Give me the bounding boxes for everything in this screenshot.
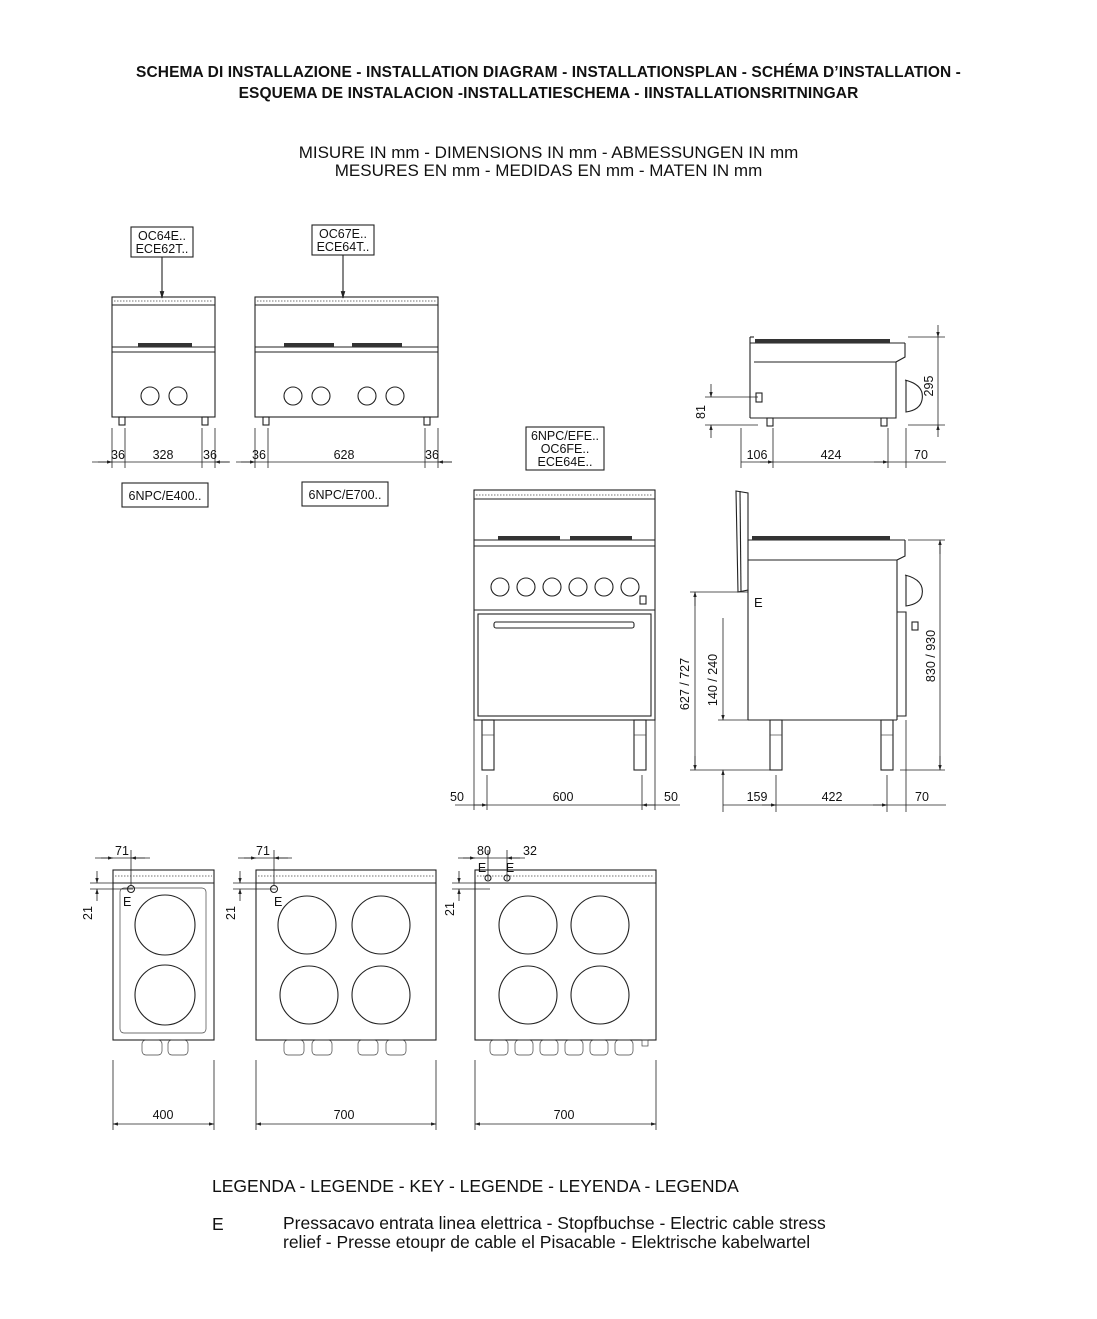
- svg-text:21: 21: [81, 906, 95, 920]
- plan-1-dimensions: 71 21 400: [81, 844, 215, 1130]
- svg-text:6NPC/E400..: 6NPC/E400..: [129, 489, 202, 503]
- label-large-top: OC67E.. ECE64T..: [311, 224, 375, 299]
- label-large-bottom: 6NPC/E700..: [301, 481, 389, 507]
- svg-text:36: 36: [111, 448, 125, 462]
- svg-text:36: 36: [252, 448, 266, 462]
- svg-text:328: 328: [153, 448, 174, 462]
- svg-text:ECE64T..: ECE64T..: [317, 240, 370, 254]
- svg-text:50: 50: [450, 790, 464, 804]
- oven-front-view: [473, 489, 656, 771]
- svg-text:OC6FE..: OC6FE..: [541, 442, 590, 456]
- svg-text:71: 71: [115, 844, 129, 858]
- label-small-bottom: 6NPC/E400..: [121, 482, 209, 508]
- plan-2-dimensions: 71 21 700: [224, 844, 437, 1130]
- plan-view-400: E: [112, 869, 215, 1056]
- svg-text:ECE64E..: ECE64E..: [538, 455, 593, 469]
- svg-text:E: E: [506, 861, 514, 875]
- svg-text:295: 295: [922, 376, 936, 397]
- svg-text:6NPC/E700..: 6NPC/E700..: [309, 488, 382, 502]
- svg-text:21: 21: [224, 906, 238, 920]
- svg-text:50: 50: [664, 790, 678, 804]
- svg-text:70: 70: [915, 790, 929, 804]
- oven-side-view: E: [735, 490, 923, 771]
- svg-text:70: 70: [914, 448, 928, 462]
- svg-text:424: 424: [821, 448, 842, 462]
- svg-text:71: 71: [256, 844, 270, 858]
- label-small-top: OC64E.. ECE62T..: [130, 226, 194, 299]
- small-cooktop-front-view: [111, 296, 216, 426]
- svg-text:700: 700: [334, 1108, 355, 1122]
- side-top-dimensions: 81 295 106 424 70: [694, 325, 946, 468]
- svg-text:400: 400: [153, 1108, 174, 1122]
- plan-view-700-b: [474, 869, 657, 1056]
- plan-3-dimensions: 80 32 E E 21 700: [443, 844, 657, 1130]
- svg-text:E: E: [754, 595, 763, 610]
- svg-text:E: E: [123, 895, 131, 909]
- legend-key: E: [212, 1214, 224, 1234]
- oven-side-dimensions: 627 / 727 140 / 240 830 / 930 159 422 70: [678, 539, 946, 812]
- svg-text:32: 32: [523, 844, 537, 858]
- svg-text:700: 700: [554, 1108, 575, 1122]
- svg-text:ECE62T..: ECE62T..: [136, 242, 189, 256]
- header-line-2: ESQUEMA DE INSTALACION -INSTALLATIESCHEM…: [238, 85, 859, 102]
- svg-text:OC67E..: OC67E..: [319, 227, 367, 241]
- svg-text:36: 36: [425, 448, 439, 462]
- legend-text: Pressacavo entrata linea elettrica - Sto…: [283, 1213, 826, 1252]
- svg-text:E: E: [478, 861, 486, 875]
- header-line-1: SCHEMA DI INSTALLAZIONE - INSTALLATION D…: [136, 64, 961, 81]
- svg-text:21: 21: [443, 902, 457, 916]
- svg-text:628: 628: [334, 448, 355, 462]
- svg-text:E: E: [274, 895, 282, 909]
- oven-front-dimensions: 50 600 50: [450, 720, 680, 810]
- svg-text:140 / 240: 140 / 240: [706, 654, 720, 706]
- large-front-dimensions: 36 628 36: [236, 428, 452, 468]
- svg-text:106: 106: [747, 448, 768, 462]
- svg-text:600: 600: [553, 790, 574, 804]
- svg-text:159: 159: [747, 790, 768, 804]
- svg-text:422: 422: [822, 790, 843, 804]
- svg-text:80: 80: [477, 844, 491, 858]
- large-cooktop-front-view: [254, 296, 439, 426]
- svg-text:81: 81: [694, 405, 708, 419]
- svg-text:6NPC/EFE..: 6NPC/EFE..: [531, 429, 599, 443]
- svg-text:830 / 930: 830 / 930: [924, 630, 938, 682]
- plan-view-700-a: E: [255, 869, 437, 1056]
- subheader-line-1: MISURE IN mm - DIMENSIONS IN mm - ABMESS…: [298, 143, 799, 162]
- label-oven: 6NPC/EFE.. OC6FE.. ECE64E..: [525, 426, 605, 471]
- svg-text:36: 36: [203, 448, 217, 462]
- cooktop-side-view: [749, 336, 923, 427]
- legend-title: LEGENDA - LEGENDE - KEY - LEGENDE - LEYE…: [212, 1176, 739, 1196]
- svg-text:OC64E..: OC64E..: [138, 229, 186, 243]
- svg-text:627 / 727: 627 / 727: [678, 658, 692, 710]
- small-front-dimensions: 36 328 36: [92, 428, 230, 468]
- subheader-line-2: MESURES EN mm - MEDIDAS EN mm - MATEN IN…: [334, 161, 763, 180]
